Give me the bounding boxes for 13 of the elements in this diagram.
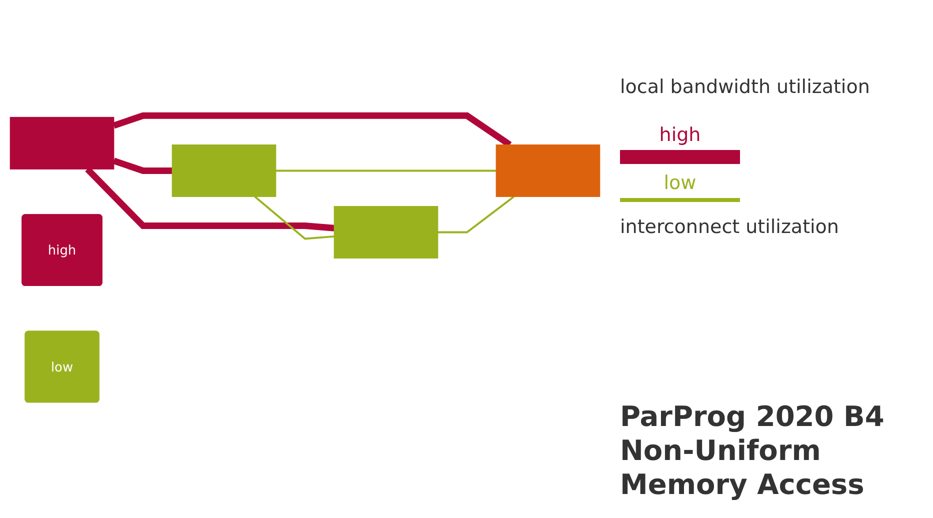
legend-label: high (658, 124, 702, 146)
connector (438, 196, 514, 234)
connector (112, 158, 172, 174)
node-box (10, 116, 114, 170)
legend-label: low (662, 172, 698, 194)
node-box (172, 144, 276, 197)
node-box (334, 206, 438, 259)
legend-caption: interconnect utilization (620, 215, 840, 240)
title: ParProg 2020 B4 Non-Uniform Memory Access (620, 400, 886, 502)
node-box (496, 144, 600, 197)
connector (254, 196, 334, 240)
legend-caption: local bandwidth utilization (620, 75, 871, 100)
connector (276, 170, 496, 172)
